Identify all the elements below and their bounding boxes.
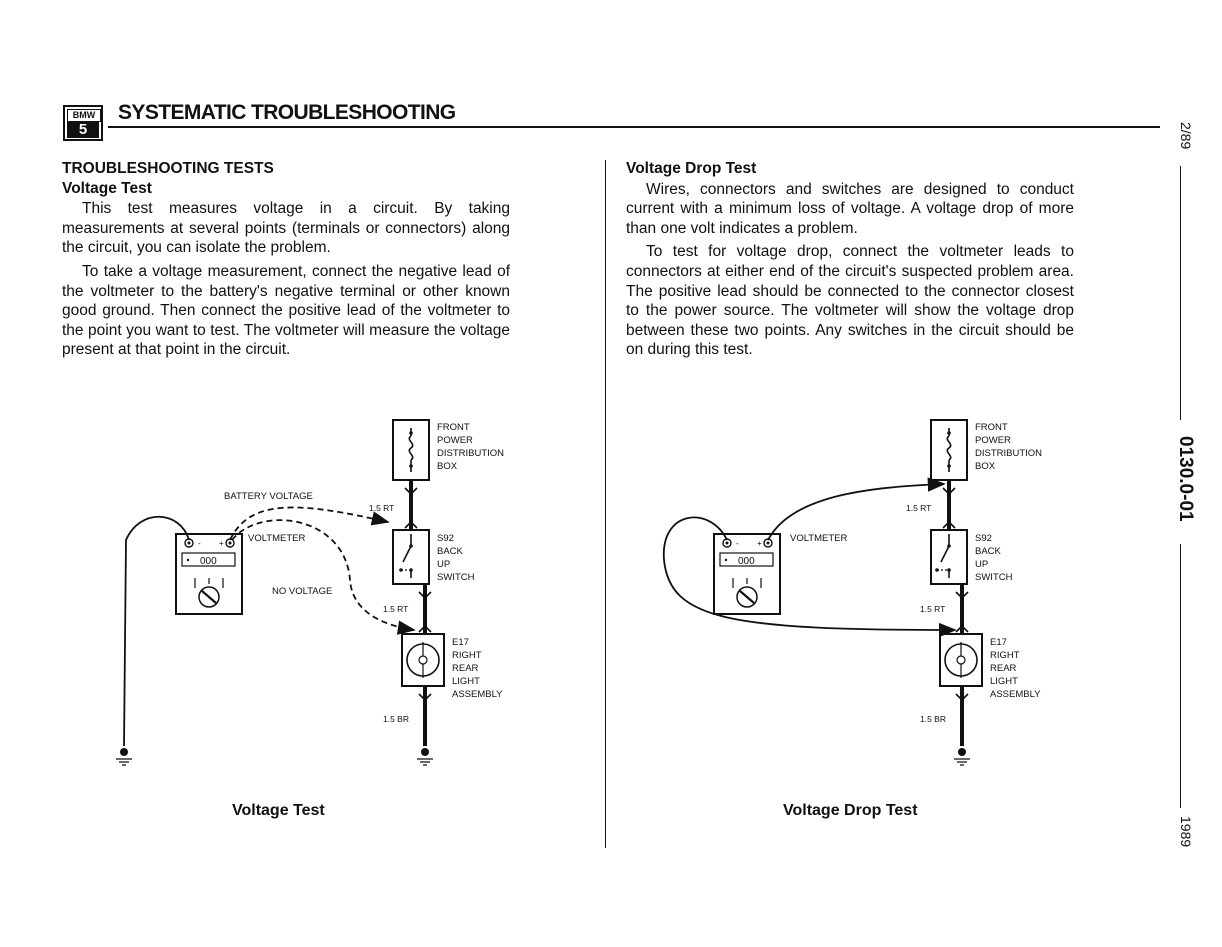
- logo-brand: BMW: [67, 109, 101, 122]
- fuse-box-label-2: POWER: [437, 435, 473, 446]
- margin-year: 1989: [1178, 816, 1194, 848]
- voltmeter: - +: [175, 533, 243, 615]
- light-label-5: ASSEMBLY: [452, 689, 503, 700]
- light-label-4: LIGHT: [452, 676, 480, 687]
- fuse-box-label-2: POWER: [975, 435, 1011, 446]
- fuse-box-label-3: DISTRIBUTION: [437, 448, 504, 459]
- negative-lead: [663, 516, 957, 638]
- fuse-box: [930, 419, 968, 481]
- wire-middle-label: 1.5 RT: [920, 604, 945, 614]
- switch-label-3: UP: [437, 559, 450, 570]
- section-heading: TROUBLESHOOTING TESTS: [62, 160, 274, 177]
- left-paragraph-2: To take a voltage measurement, connect t…: [62, 262, 510, 359]
- wire-bottom-label: 1.5 BR: [920, 714, 946, 724]
- right-paragraph-2: To test for voltage drop, connect the vo…: [626, 243, 1074, 359]
- light-label-3: REAR: [452, 663, 479, 674]
- margin-rule-top: [1180, 166, 1181, 420]
- switch-label-3: UP: [975, 559, 988, 570]
- fuse-box-label-3: DISTRIBUTION: [975, 448, 1042, 459]
- left-column: TROUBLESHOOTING TESTS Voltage Test This …: [62, 159, 510, 364]
- voltage-test-caption: Voltage Test: [232, 802, 325, 819]
- light-label-1: E17: [452, 637, 469, 648]
- fuse-box-label-4: BOX: [975, 461, 996, 472]
- voltmeter-label: VOLTMETER: [248, 533, 305, 544]
- wire-top-label: 1.5 RT: [906, 503, 931, 513]
- light-label-1: E17: [990, 637, 1007, 648]
- left-paragraph-1: This test measures voltage in a circuit.…: [62, 200, 510, 257]
- voltmeter-display: 000: [738, 556, 755, 567]
- margin-rule-bottom: [1180, 544, 1181, 808]
- switch-label-2: BACK: [975, 546, 1002, 557]
- svg-text:-: -: [198, 539, 201, 548]
- battery-voltage-label: BATTERY VOLTAGE: [224, 491, 313, 502]
- section-code: 0130.0-01: [1175, 436, 1196, 522]
- light-label-5: ASSEMBLY: [990, 689, 1041, 700]
- negative-lead: [123, 515, 190, 747]
- backup-switch: [930, 529, 968, 585]
- wire-middle-label: 1.5 RT: [383, 604, 408, 614]
- backup-switch: [392, 529, 430, 585]
- ground-symbol-left: [116, 748, 132, 766]
- rear-light-assembly: [939, 633, 983, 687]
- voltage-drop-test-caption: Voltage Drop Test: [783, 802, 918, 819]
- switch-label-2: BACK: [437, 546, 464, 557]
- no-voltage-label: NO VOLTAGE: [272, 586, 332, 597]
- ground-symbol-right: [417, 748, 433, 766]
- voltage-drop-test-diagram: FRONT POWER DISTRIBUTION BOX 1.5 RT S92 …: [663, 419, 1042, 766]
- bmw-5-logo: BMW 5: [63, 105, 103, 141]
- fuse-box: [392, 419, 430, 481]
- wire-top-label: 1.5 RT: [369, 503, 394, 513]
- right-paragraph-1: Wires, connectors and switches are desig…: [626, 180, 1074, 237]
- voltage-test-diagram: FRONT POWER DISTRIBUTION BOX 1.5 RT S92 …: [116, 419, 504, 766]
- fuse-box-label-4: BOX: [437, 461, 458, 472]
- rear-light-assembly: [401, 633, 445, 687]
- header-rule: [108, 126, 1160, 128]
- voltmeter-display: 000: [200, 556, 217, 567]
- voltmeter-label: VOLTMETER: [790, 533, 847, 544]
- light-label-2: RIGHT: [990, 650, 1020, 661]
- switch-label-4: SWITCH: [437, 572, 475, 583]
- wire-bottom-label: 1.5 BR: [383, 714, 409, 724]
- fuse-box-label-1: FRONT: [437, 422, 470, 433]
- margin-date: 2/89: [1178, 122, 1194, 150]
- svg-text:+: +: [757, 539, 762, 548]
- positive-lead: [767, 477, 946, 541]
- page-title: SYSTEMATIC TROUBLESHOOTING: [118, 101, 456, 124]
- svg-text:+: +: [219, 539, 224, 548]
- voltage-test-heading: Voltage Test: [62, 179, 152, 197]
- light-label-4: LIGHT: [990, 676, 1018, 687]
- light-label-2: RIGHT: [452, 650, 482, 661]
- fuse-box-label-1: FRONT: [975, 422, 1008, 433]
- lead-to-battery-voltage: [229, 506, 390, 541]
- voltmeter: - +: [713, 533, 781, 615]
- switch-label-1: S92: [975, 533, 992, 544]
- ground-symbol: [954, 748, 970, 766]
- light-label-3: REAR: [990, 663, 1017, 674]
- right-column: Voltage Drop Test Wires, connectors and …: [626, 159, 1074, 364]
- column-divider: [605, 160, 606, 848]
- logo-model: 5: [67, 122, 99, 138]
- switch-label-1: S92: [437, 533, 454, 544]
- lead-to-no-voltage: [231, 519, 416, 635]
- switch-label-4: SWITCH: [975, 572, 1013, 583]
- svg-text:-: -: [736, 539, 739, 548]
- voltage-drop-heading: Voltage Drop Test: [626, 160, 757, 177]
